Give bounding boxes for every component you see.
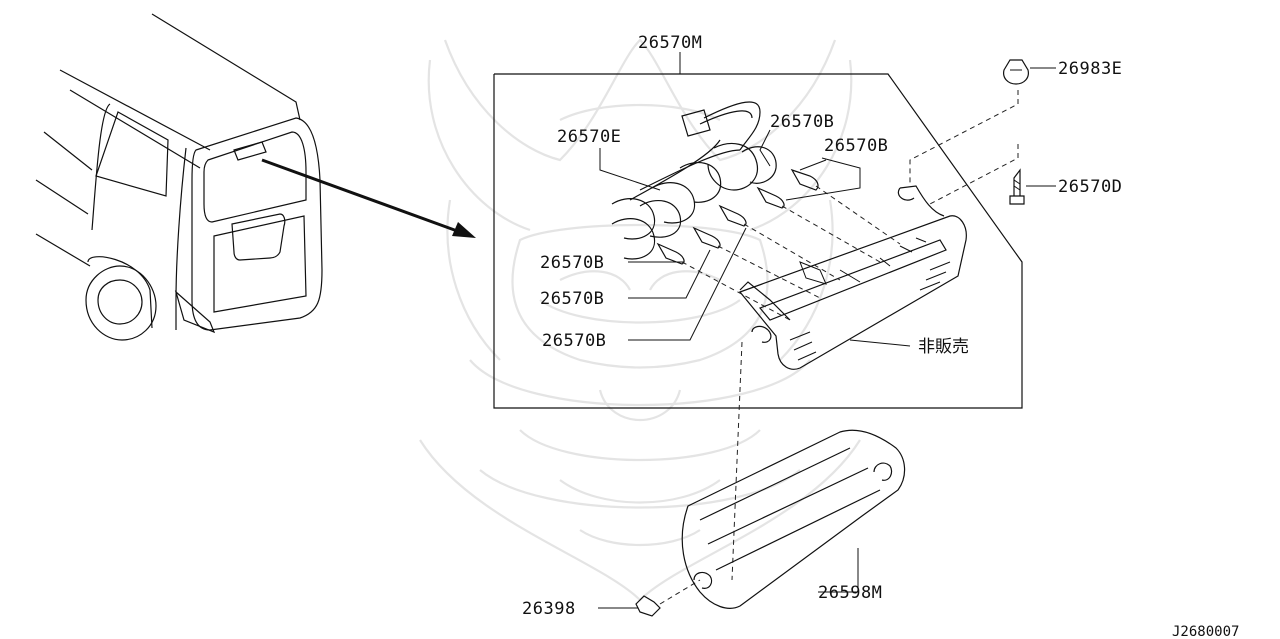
pointer-arrow xyxy=(261,158,476,238)
callout-not-sold: 非販売 xyxy=(918,337,969,357)
callout-bulb-4: 26570B xyxy=(540,289,604,309)
callout-bulb-3: 26570B xyxy=(540,253,604,273)
callout-clip: 26983E xyxy=(1058,59,1122,79)
callout-bulb-2: 26570B xyxy=(824,136,888,156)
callout-socket: 26570E xyxy=(557,127,621,147)
leader-lines xyxy=(598,67,1056,609)
grommet-part xyxy=(635,595,661,617)
lamp-housing xyxy=(738,185,967,370)
bulbs xyxy=(656,168,819,265)
vehicle-rear-illustration xyxy=(35,13,323,341)
wire-harness xyxy=(611,101,777,260)
callout-lens-cover: 26598M xyxy=(818,583,882,603)
callout-grommet: 26398 xyxy=(522,599,576,619)
diagram-code: J2680007 xyxy=(1172,624,1239,639)
assembly-dashed-lines xyxy=(659,90,1019,605)
callout-bulb-5: 26570B xyxy=(542,331,606,351)
callout-screw: 26570D xyxy=(1058,177,1122,197)
clip-part xyxy=(1003,59,1029,85)
lens-cover-part xyxy=(681,429,906,609)
screw-part xyxy=(1009,168,1025,205)
assembly-boundary xyxy=(493,52,1023,409)
callout-bulb-1: 26570B xyxy=(770,112,834,132)
callout-assembly: 26570M xyxy=(638,33,702,53)
